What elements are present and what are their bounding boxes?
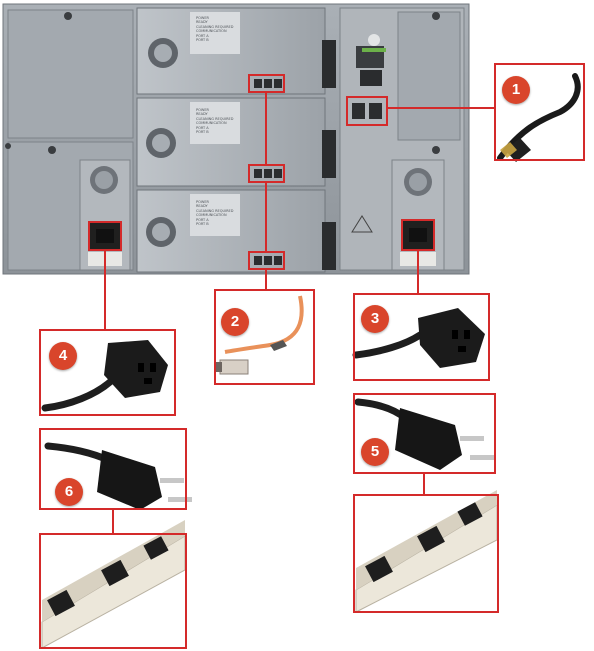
power-strip-left-box: [39, 533, 187, 649]
module-label-line: CLEANING REQUIRED: [196, 208, 234, 213]
module-label-line: PORT A: [196, 33, 209, 38]
power-strip-right-box: [353, 494, 499, 613]
plug-left-image: [44, 442, 192, 510]
callout-2-badge: 2: [221, 308, 249, 336]
plug-right-box: [353, 393, 496, 474]
callout-3-number: 3: [370, 310, 380, 327]
module-label-top: POWER READY CLEANING REQUIRED COMMUNICAT…: [196, 16, 240, 42]
callout-1-number: 1: [511, 81, 521, 98]
c13-cord-left-box: [39, 329, 176, 416]
module-label-line: PORT A: [196, 125, 209, 130]
callout-3-badge: 3: [361, 305, 389, 333]
callout-1-badge: 1: [502, 76, 530, 104]
module-label-line: READY: [196, 204, 208, 209]
ethernet-cable-box: [494, 63, 585, 161]
connector-lines: [104, 92, 494, 533]
callout-4-badge: 4: [49, 342, 77, 370]
module-label-line: READY: [196, 112, 208, 117]
module-label-line: COMMUNICATION: [196, 29, 227, 34]
callout-6-number: 6: [64, 483, 74, 500]
fiber-cable-image: [214, 295, 304, 375]
callout-5-number: 5: [370, 443, 380, 460]
c13-cord-right-image: [352, 308, 485, 368]
callout-4-number: 4: [58, 347, 68, 364]
left-screws: [5, 12, 72, 154]
callout-6-badge: 6: [55, 478, 83, 506]
fiber-cable-box: [214, 289, 315, 385]
module-label-line: COMMUNICATION: [196, 213, 227, 218]
ethernet-cable-image: [497, 73, 581, 162]
module-label-line: CLEANING REQUIRED: [196, 116, 234, 121]
module-label-line: READY: [196, 20, 208, 25]
plug-right-image: [354, 398, 494, 470]
c13-cord-right-box: [353, 293, 490, 381]
module-label-line: PORT B: [196, 222, 209, 227]
plug-left-box: [39, 428, 187, 510]
ethernet-port-highlight: [346, 96, 388, 126]
power-strip-right-image: [355, 490, 498, 613]
module-label-line: CLEANING REQUIRED: [196, 24, 234, 29]
module-label-line: PORT A: [196, 217, 209, 222]
module-label-line: PORT B: [196, 38, 209, 43]
module-label-bottom: POWER READY CLEANING REQUIRED COMMUNICAT…: [196, 200, 240, 226]
c13-cord-left-image: [41, 340, 168, 412]
module-label-line: POWER: [196, 200, 209, 204]
callout-5-badge: 5: [361, 438, 389, 466]
callout-2-number: 2: [230, 313, 240, 330]
tape-drive-modules: [136, 7, 336, 273]
power-strip-left-image: [41, 520, 186, 649]
module-label-line: POWER: [196, 16, 209, 20]
module-label-line: PORT B: [196, 130, 209, 135]
module-label-mid: POWER READY CLEANING REQUIRED COMMUNICAT…: [196, 108, 240, 134]
module-label-line: POWER: [196, 108, 209, 112]
module-label-line: COMMUNICATION: [196, 121, 227, 126]
